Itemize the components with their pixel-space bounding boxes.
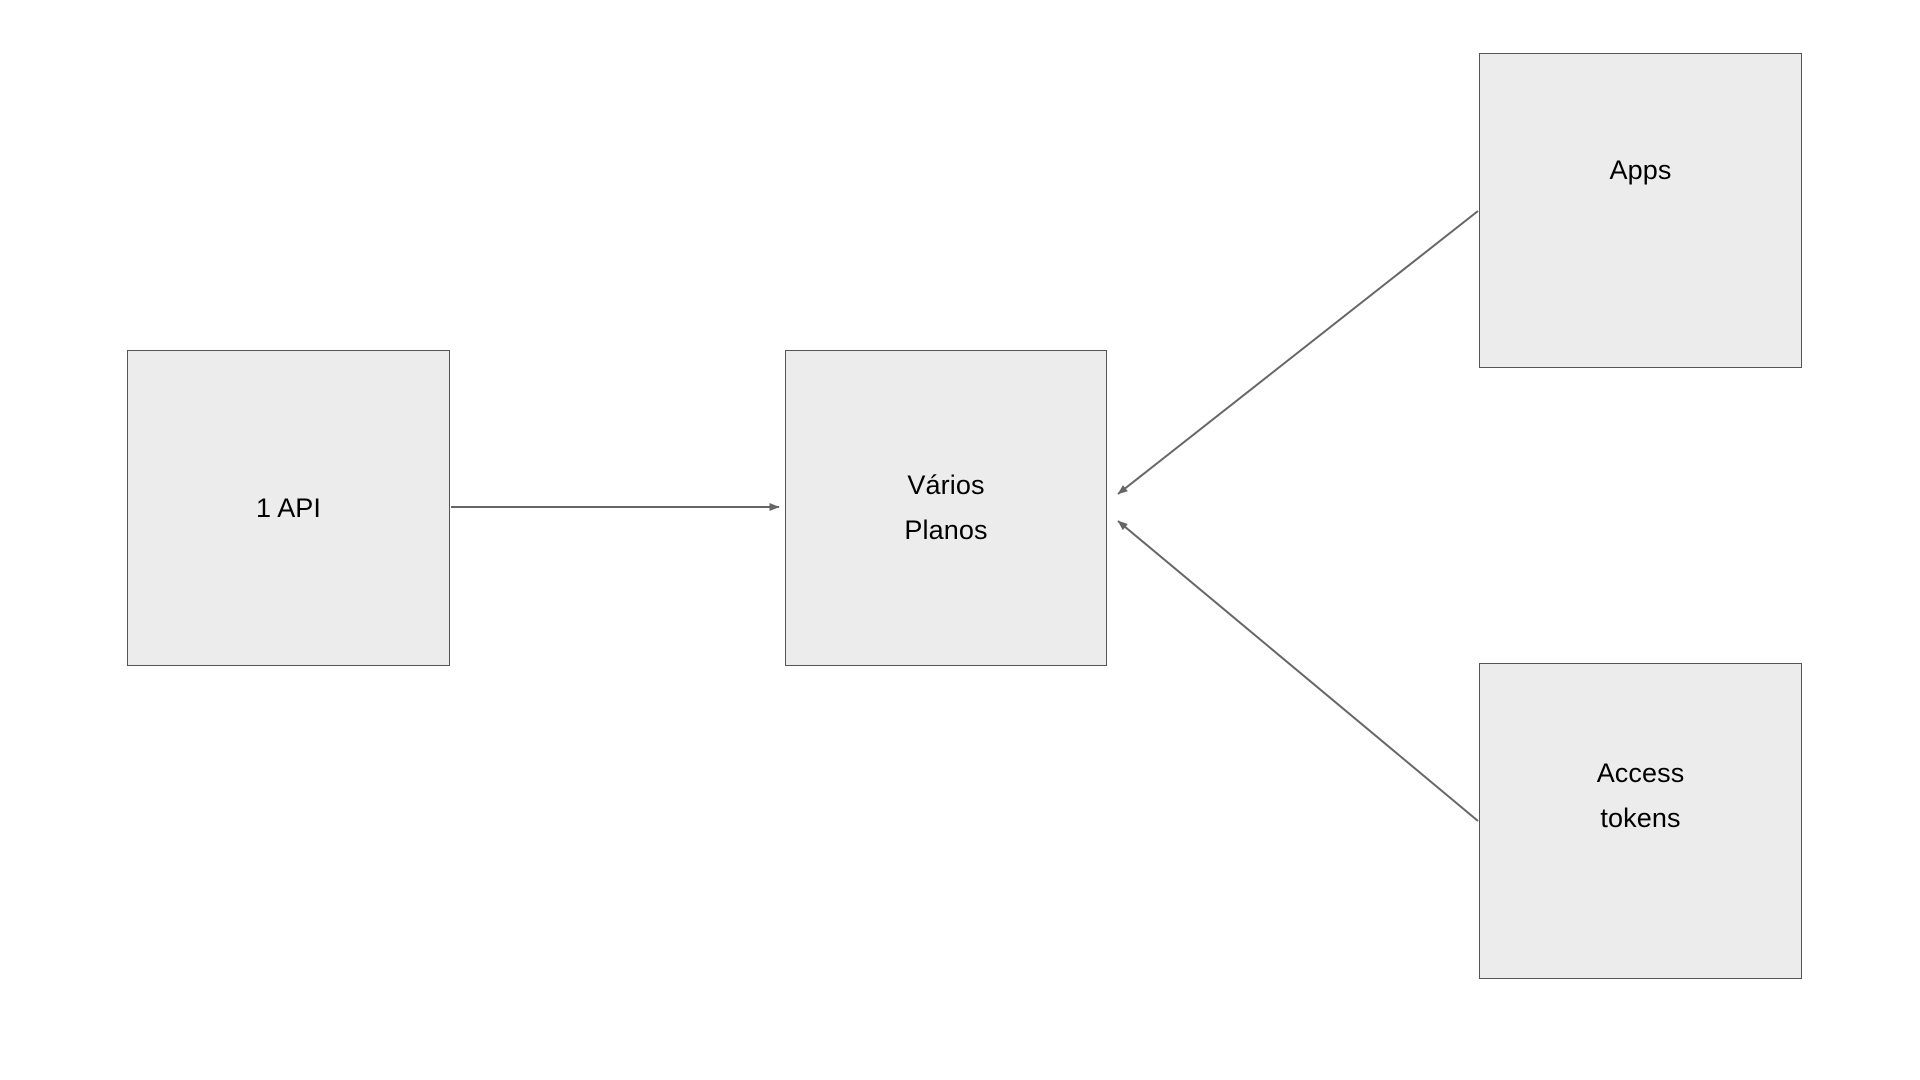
edge-apps-to-planos: [1117, 210, 1479, 495]
node-1-api-label: 1 API: [255, 492, 322, 523]
node-1-api[interactable]: 1 API: [127, 350, 450, 666]
node-varios-planos-label: Vários Planos: [904, 470, 988, 545]
node-access-tokens-label: Access tokens: [1596, 758, 1685, 833]
node-varios-planos[interactable]: Vários Planos: [785, 350, 1107, 666]
node-apps-label: Apps: [1609, 155, 1672, 185]
node-apps[interactable]: Apps: [1479, 53, 1802, 368]
edge-tokens-to-planos: [1117, 520, 1479, 822]
node-access-tokens[interactable]: Access tokens: [1479, 663, 1802, 979]
